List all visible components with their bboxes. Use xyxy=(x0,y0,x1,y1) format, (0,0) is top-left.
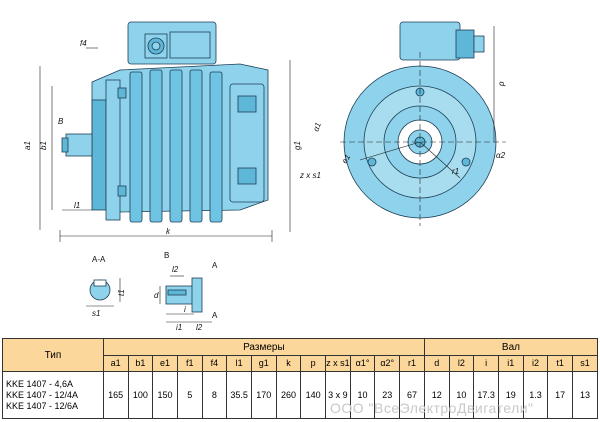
label-t1: t1 xyxy=(117,289,126,296)
col-e1: e1 xyxy=(152,355,178,372)
type-header: Тип xyxy=(2,338,104,372)
dimension-labels: f4 a1 b1 B l1 k g1 p α1 e1 z x s1 α2 r1 … xyxy=(23,39,506,332)
label-alpha2: α2 xyxy=(496,151,506,160)
specification-table: Тип Размеры Вал a1 b1 e1 f1 f4 l1 g1 k p… xyxy=(2,338,599,419)
value-i1: 19 xyxy=(497,371,524,419)
value-f4: 8 xyxy=(201,371,228,419)
motor-side-view xyxy=(61,21,269,223)
value-alpha1: 10 xyxy=(349,371,376,419)
label-A-top: A xyxy=(212,261,218,270)
type-name: KKE 1407 - 12/6A xyxy=(6,400,79,411)
label-k: k xyxy=(166,227,171,236)
col-i1: i1 xyxy=(497,355,524,372)
col-alpha2: α2° xyxy=(374,355,401,372)
type-name: KKE 1407 - 12/4A xyxy=(6,389,79,400)
label-e1: e1 xyxy=(340,153,352,165)
col-r1: r1 xyxy=(399,355,425,372)
label-g1: g1 xyxy=(293,141,302,150)
type-name: KKE 1407 - 4,6A xyxy=(6,378,74,389)
value-k: 260 xyxy=(275,371,302,419)
col-t1: t1 xyxy=(547,355,574,372)
label-l1: l1 xyxy=(74,201,80,210)
col-l1: l1 xyxy=(226,355,252,372)
label-B: B xyxy=(58,117,64,126)
value-b1: 100 xyxy=(127,371,154,419)
detail-b-dimensions xyxy=(159,275,212,323)
label-i1: i1 xyxy=(176,323,182,332)
value-alpha2: 23 xyxy=(374,371,401,419)
label-aa: A-A xyxy=(92,255,106,264)
value-i2: 1.3 xyxy=(522,371,549,419)
section-aa xyxy=(89,279,111,301)
type-list-cell: KKE 1407 - 4,6A KKE 1407 - 12/4A KKE 140… xyxy=(2,371,104,419)
label-alpha1: α1 xyxy=(311,121,323,133)
col-zxs1: z x s1 xyxy=(325,355,351,372)
side-view-dimensions xyxy=(39,47,291,242)
label-zxs1: z x s1 xyxy=(299,171,321,180)
label-i: i xyxy=(184,305,186,314)
label-d: d xyxy=(154,291,159,300)
technical-drawing: f4 a1 b1 B l1 k g1 p α1 e1 z x s1 α2 r1 … xyxy=(23,21,506,332)
col-alpha1: α1° xyxy=(349,355,376,372)
col-i: i xyxy=(473,355,499,372)
value-p: 140 xyxy=(300,371,327,419)
col-f1: f1 xyxy=(176,355,203,372)
value-g1: 170 xyxy=(250,371,277,419)
value-r1: 67 xyxy=(399,371,425,419)
label-r1: r1 xyxy=(452,167,459,176)
value-s1: 13 xyxy=(572,371,598,419)
label-l2-bottom: l2 xyxy=(196,323,203,332)
col-s1: s1 xyxy=(572,355,598,372)
col-k: k xyxy=(275,355,302,372)
label-f4: f4 xyxy=(80,39,87,48)
value-i: 17.3 xyxy=(473,371,499,419)
detail-b xyxy=(165,277,203,313)
value-l2: 10 xyxy=(448,371,475,419)
label-p: p xyxy=(497,81,506,87)
value-a1: 165 xyxy=(102,371,129,419)
label-a1: a1 xyxy=(23,141,32,150)
section-aa-dimensions xyxy=(86,278,121,307)
col-a1: a1 xyxy=(102,355,129,372)
dims-header: Размеры xyxy=(102,338,425,356)
col-i2: i2 xyxy=(522,355,549,372)
col-d: d xyxy=(423,355,450,372)
label-b1: b1 xyxy=(39,141,48,150)
value-l1: 35.5 xyxy=(226,371,252,419)
label-A-bottom: A xyxy=(212,311,218,320)
value-zxs1: 3 x 9 xyxy=(325,371,351,419)
table-column-header-row: a1 b1 e1 f1 f4 l1 g1 k p z x s1 α1° α2° … xyxy=(3,355,598,372)
label-detail-B: B xyxy=(164,251,169,260)
value-f1: 5 xyxy=(176,371,203,419)
col-g1: g1 xyxy=(250,355,277,372)
col-f4: f4 xyxy=(201,355,228,372)
shaft-header: Вал xyxy=(423,338,599,356)
col-l2: l2 xyxy=(448,355,475,372)
value-e1: 150 xyxy=(152,371,178,419)
col-p: p xyxy=(300,355,327,372)
value-t1: 17 xyxy=(547,371,574,419)
table-group-header-row: Тип Размеры Вал xyxy=(2,338,599,372)
table-row: KKE 1407 - 4,6A KKE 1407 - 12/4A KKE 140… xyxy=(2,371,598,419)
front-view-dimensions xyxy=(340,26,506,226)
label-i2: l2 xyxy=(172,265,179,274)
label-s1: s1 xyxy=(92,309,100,318)
watermark: ООО "ВсеЭлектроДвигатели" xyxy=(330,400,534,416)
col-b1: b1 xyxy=(127,355,154,372)
